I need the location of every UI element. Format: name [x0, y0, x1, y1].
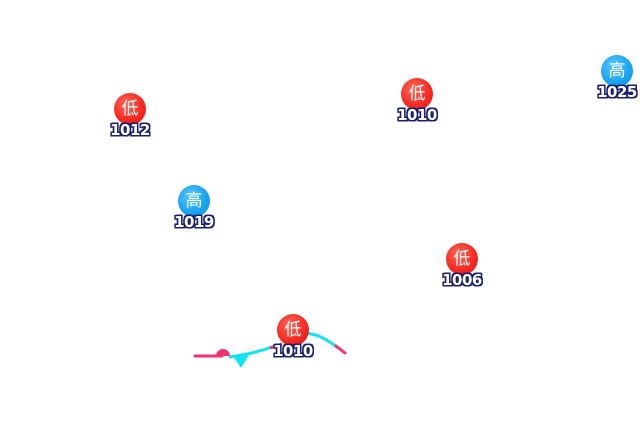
pressure-system-low[interactable]: 低 1006	[437, 243, 487, 289]
low-pressure-icon: 低	[277, 314, 309, 346]
warm-front-bump-icon	[216, 349, 230, 356]
pressure-system-high[interactable]: 高 1025	[592, 55, 640, 101]
pressure-system-high[interactable]: 高 1019	[169, 185, 219, 231]
pressure-system-low[interactable]: 低 1012	[105, 93, 155, 139]
pressure-value: 1012	[110, 121, 150, 139]
cold-front-triangle-icon	[233, 355, 249, 368]
low-pressure-icon: 低	[114, 93, 146, 125]
high-pressure-icon: 高	[601, 55, 633, 87]
pressure-value: 1019	[174, 213, 214, 231]
pressure-value: 1006	[442, 271, 482, 289]
pressure-value: 1025	[597, 83, 637, 101]
high-pressure-icon: 高	[178, 185, 210, 217]
pressure-value: 1010	[397, 106, 437, 124]
low-pressure-icon: 低	[446, 243, 478, 275]
pressure-system-low[interactable]: 低 1010	[392, 78, 442, 124]
pressure-value: 1010	[273, 342, 313, 360]
cold-front-segment	[228, 345, 273, 359]
low-pressure-icon: 低	[401, 78, 433, 110]
pressure-system-low[interactable]: 低 1010	[268, 314, 318, 360]
